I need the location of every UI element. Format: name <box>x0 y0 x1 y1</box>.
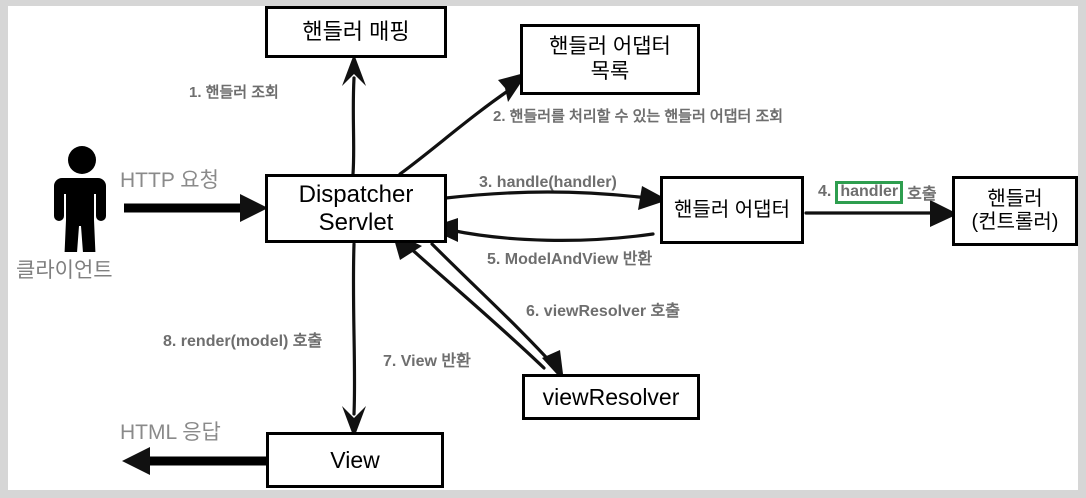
box-handler-controller-line2: (컨트롤러) <box>971 211 1059 233</box>
box-dispatcher-servlet[interactable]: Dispatcher Servlet <box>265 174 447 243</box>
arrow-client-to-dispatcher <box>124 194 268 222</box>
box-handler-mapping-label: 핸들러 매핑 <box>302 19 410 45</box>
box-view-resolver[interactable]: viewResolver <box>522 374 700 420</box>
box-handler-adapter-list-line1: 핸들러 어댑터 <box>549 35 671 59</box>
label-step-4-prefix: 4. <box>818 183 832 200</box>
label-step-7: 7. View 반환 <box>383 353 471 370</box>
box-view-label: View <box>330 446 380 473</box>
box-handler-mapping[interactable]: 핸들러 매핑 <box>265 6 447 58</box>
label-step-5: 5. ModelAndView 반환 <box>487 251 653 268</box>
arrow-dispatcher-to-handler-adapter <box>444 186 668 210</box>
box-dispatcher-servlet-line2: Servlet <box>318 208 394 236</box>
label-step-4: 4. handler 호출 <box>818 180 937 204</box>
box-dispatcher-servlet-line1: Dispatcher <box>298 180 414 208</box>
label-step-4-suffix: 호출 <box>907 186 937 203</box>
actor-label: 클라이언트 <box>16 259 113 282</box>
label-step-3: 3. handle(handler) <box>479 174 617 191</box>
label-html-response: HTML 응답 <box>120 421 221 444</box>
box-view-resolver-label: viewResolver <box>542 383 680 410</box>
arrow-dispatcher-to-view <box>342 242 366 438</box>
box-handler-adapter-list[interactable]: 핸들러 어댑터 목록 <box>520 24 700 95</box>
label-http-request: HTTP 요청 <box>120 169 219 192</box>
diagram-canvas: 클라이언트 핸들러 매핑 핸들러 어댑터 목록 Dispatcher Servl… <box>8 6 1078 490</box>
arrow-handler-adapter-to-dispatcher <box>428 218 655 242</box>
box-handler-adapter-list-line2: 목록 <box>590 59 630 83</box>
arrow-handler-adapter-to-handler <box>804 200 958 227</box>
box-handler-adapter-label: 핸들러 어댑터 <box>674 198 790 221</box>
label-step-2: 2. 핸들러를 처리할 수 있는 핸들러 어댑터 조회 <box>493 108 784 125</box>
box-view[interactable]: View <box>266 432 444 488</box>
box-handler-adapter[interactable]: 핸들러 어댑터 <box>660 176 804 244</box>
label-step-1: 1. 핸들러 조회 <box>189 84 279 101</box>
label-step-8: 8. render(model) 호출 <box>163 333 323 350</box>
arrow-view-to-client <box>122 447 266 475</box>
person-icon <box>44 144 120 272</box>
box-handler-controller-line1: 핸들러 <box>987 188 1043 210</box>
box-handler-controller[interactable]: 핸들러 (컨트롤러) <box>952 176 1078 246</box>
label-step-6: 6. viewResolver 호출 <box>526 303 680 320</box>
arrow-dispatcher-to-handler-mapping <box>342 54 366 176</box>
label-step-4-highlight: handler <box>835 180 904 204</box>
